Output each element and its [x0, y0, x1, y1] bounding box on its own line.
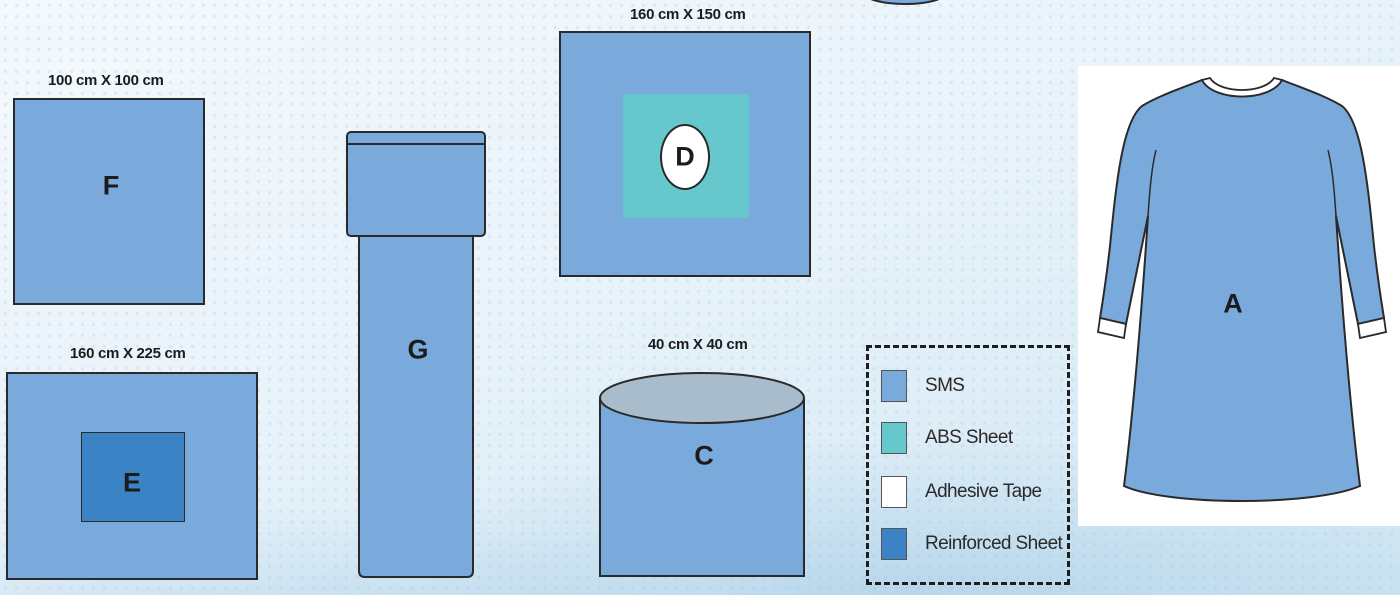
legend-label-reinforced-sheet: Reinforced Sheet — [925, 533, 1063, 554]
letter-f: F — [102, 170, 120, 201]
dimension-label-c: 40 cm X 40 cm — [648, 336, 748, 353]
cylinder-cover-c — [599, 372, 805, 577]
legend: SMS ABS Sheet Adhesive Tape Reinforced S… — [866, 345, 1070, 585]
sheet-d: D — [559, 31, 811, 277]
legend-label-abs-sheet: ABS Sheet — [925, 427, 1013, 448]
letter-c: C — [694, 440, 714, 471]
dimension-label-f: 100 cm X 100 cm — [48, 72, 164, 89]
cover-g — [346, 131, 486, 578]
legend-item-reinforced-sheet: Reinforced Sheet — [881, 527, 1063, 561]
legend-swatch-sms — [881, 370, 907, 402]
legend-item-abs-sheet: ABS Sheet — [881, 421, 1013, 455]
letter-a: A — [1223, 288, 1243, 319]
letter-g: G — [407, 334, 429, 365]
dimension-label-e: 160 cm X 225 cm — [70, 345, 186, 362]
legend-item-adhesive-tape: Adhesive Tape — [881, 475, 1042, 509]
legend-label-sms: SMS — [925, 375, 965, 396]
adhesive-hole-d — [660, 124, 710, 190]
reinforced-area-e — [81, 432, 185, 522]
legend-item-sms: SMS — [881, 369, 965, 403]
legend-label-adhesive-tape: Adhesive Tape — [925, 481, 1042, 502]
legend-swatch-abs-sheet — [881, 422, 907, 454]
letter-d: D — [675, 141, 695, 172]
legend-swatch-reinforced-sheet — [881, 528, 907, 560]
letter-e: E — [122, 467, 142, 498]
legend-swatch-adhesive-tape — [881, 476, 907, 508]
surgical-gown-a — [1096, 76, 1388, 502]
dimension-label-d: 160 cm X 150 cm — [630, 6, 746, 23]
partial-circle-top — [870, 0, 940, 5]
sheet-f: F — [13, 98, 205, 305]
sheet-e: E — [6, 372, 258, 580]
